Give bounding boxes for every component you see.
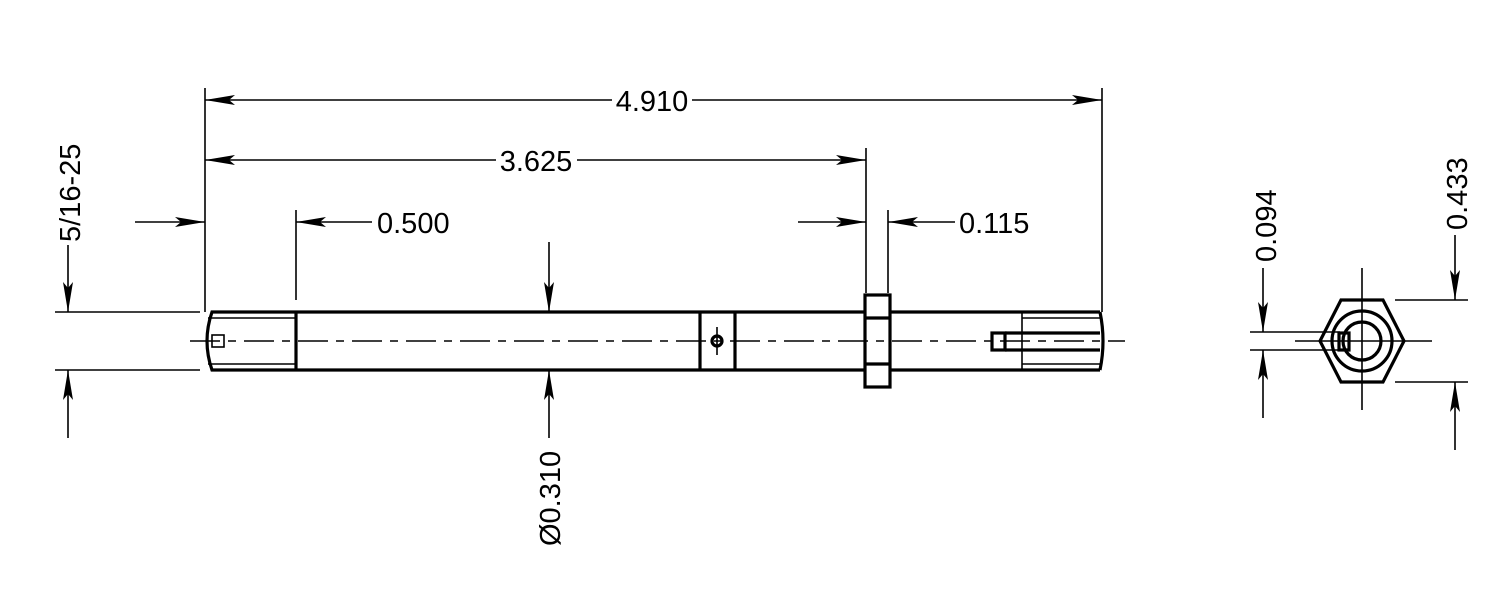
side-view	[190, 293, 1125, 389]
end-view	[1250, 268, 1468, 410]
dimension-label: 0.094	[1251, 189, 1283, 262]
slot	[1337, 331, 1351, 352]
slot	[990, 331, 1007, 352]
hex-collar	[863, 293, 892, 389]
dimension-collar-width: 0.115	[798, 208, 1029, 240]
tapped-hole-left	[211, 334, 225, 348]
dimension-collar-position: 3.625	[205, 146, 866, 178]
bore-circle	[1341, 320, 1383, 362]
outer-circle	[1330, 309, 1394, 373]
dimension-thread-length: 0.500	[135, 208, 450, 240]
dimension-label: Ø0.310	[535, 451, 567, 546]
dimension-hex-across-flats: 0.433	[1442, 157, 1474, 450]
dimension-slot-width: 0.094	[1251, 189, 1283, 418]
dimension-thread-spec: 5/16-25	[55, 144, 87, 438]
hex-outline	[1318, 298, 1406, 384]
dimension-label: 4.910	[616, 86, 689, 118]
dimension-label: 0.500	[377, 208, 450, 240]
extension-lines	[55, 88, 1103, 371]
dimension-label: 0.433	[1442, 157, 1474, 230]
dimension-label: 5/16-25	[55, 144, 87, 242]
dimension-overall-length: 4.910	[205, 86, 1102, 118]
dimension-label: 0.115	[959, 208, 1029, 240]
dimension-label: 3.625	[500, 146, 573, 178]
dimension-shaft-diameter: Ø0.310	[535, 242, 567, 546]
threaded-end-left	[205, 310, 296, 372]
threaded-end-right	[1098, 311, 1105, 371]
